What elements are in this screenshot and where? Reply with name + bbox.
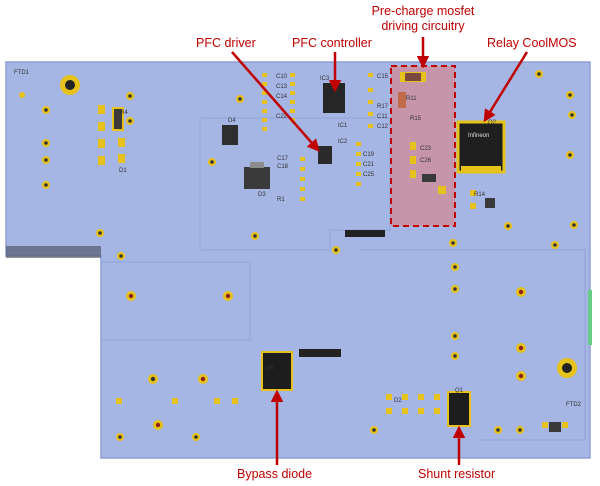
silk-c26: C26: [420, 158, 432, 164]
through-hole-pads: [19, 70, 578, 441]
silk-r11: R11: [406, 96, 417, 102]
silkscreen-labels: FTD1 FTD2 IC1 IC2 IC3 D1 D2 D3 D4 D5 D6 …: [14, 70, 582, 408]
silk-r14: R14: [474, 192, 486, 198]
silk-c21: C21: [363, 162, 375, 168]
silk-ic2: IC2: [338, 139, 348, 145]
silk-r17: R17: [377, 104, 389, 110]
label-pfc-driver: PFC driver: [196, 36, 256, 50]
label-bypass-diode: Bypass diode: [237, 467, 313, 481]
silk-c15: C15: [377, 74, 389, 80]
smd-pads: [98, 73, 568, 428]
label-pfc-controller: PFC controller: [292, 36, 372, 50]
silk-c25: C25: [363, 172, 375, 178]
board-right-edge-strip: [588, 290, 592, 345]
silk-d2: D2: [394, 398, 402, 404]
arrow-pfc-driver: [231, 51, 320, 152]
silk-c19: C19: [363, 152, 375, 158]
silk-c18: C18: [277, 164, 289, 170]
precharge-components: [398, 72, 446, 194]
copper-plane-outline: [360, 249, 586, 441]
silk-c11: C11: [377, 114, 388, 120]
shunt-resistor-body: [447, 391, 471, 427]
silk-r4: R4: [120, 110, 128, 116]
silk-c17: C17: [277, 156, 289, 162]
silk-c14: C14: [276, 94, 288, 100]
silk-d4: D4: [228, 118, 236, 124]
silk-q2: Q2: [488, 120, 497, 126]
silk-d6: D6: [487, 203, 495, 209]
silk-q1: Q1: [455, 388, 464, 394]
silk-r1: R1: [277, 197, 285, 203]
board-left-notch-shadow: [6, 246, 101, 258]
silk-ic1: IC1: [338, 123, 348, 129]
label-precharge-line1: Pre-charge mosfet: [371, 4, 475, 18]
arrow-relay: [483, 51, 529, 123]
silk-d5: D5: [266, 366, 274, 372]
copper-plane-outline: [102, 261, 251, 341]
annotation-arrows: [231, 37, 529, 465]
label-relay-coolmos: Relay CoolMOS: [487, 36, 577, 50]
silk-c12: C12: [377, 124, 389, 130]
silk-c22: C22: [276, 114, 288, 120]
pfc-driver-ic: [318, 146, 332, 164]
silk-d1: D1: [119, 168, 127, 174]
silk-r15: R15: [410, 116, 422, 122]
silk-c10: C10: [276, 74, 288, 80]
silk-ftd2: FTD2: [566, 402, 582, 408]
silk-infineon: Infineon: [468, 133, 489, 139]
label-precharge-line2: driving circuitry: [381, 19, 465, 33]
silk-d3: D3: [258, 192, 266, 198]
relay-coolmos-body: [456, 120, 506, 174]
silk-ftd1: FTD1: [14, 70, 30, 76]
silk-ic3: IC3: [320, 76, 330, 82]
silk-c23: C23: [420, 146, 432, 152]
label-shunt-resistor: Shunt resistor: [418, 467, 496, 481]
silk-c13: C13: [276, 84, 288, 90]
